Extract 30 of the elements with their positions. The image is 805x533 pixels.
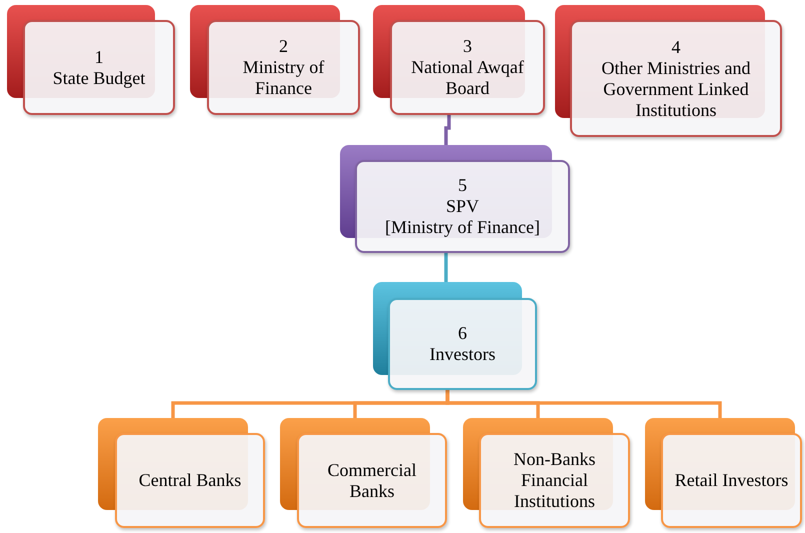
box-label: Retail Investors — [674, 470, 788, 491]
connector-line — [444, 115, 451, 145]
stacked-box — [190, 5, 360, 115]
box-number: 4 — [672, 36, 680, 58]
box-number: 2 — [279, 36, 288, 57]
stacked-box — [280, 418, 447, 528]
box-label: Investors — [430, 344, 496, 365]
box-label: National Awqaf Board — [410, 57, 525, 99]
box-label: State Budget — [52, 68, 146, 88]
stacked-box — [98, 418, 265, 528]
stacked-box — [373, 5, 545, 115]
box-number: 5 — [458, 175, 467, 196]
box-number: 3 — [463, 36, 472, 57]
box-label: Central Banks — [138, 470, 242, 491]
box-label: [Ministry of Finance] — [385, 217, 540, 238]
box-label: Commercial Banks — [326, 460, 418, 502]
stacked-box — [7, 5, 175, 115]
box-label: SPV — [446, 196, 480, 217]
box-number: 6 — [458, 323, 467, 344]
box-number: 1 — [94, 46, 104, 68]
stacked-box — [340, 145, 570, 253]
box-label: Other Ministries and Government Linked Institutions — [600, 58, 752, 120]
stacked-box — [373, 282, 537, 390]
stacked-box — [463, 418, 630, 528]
box-label: Non-Banks Financial Institutions — [512, 449, 596, 512]
stacked-box — [555, 5, 782, 137]
connector-line — [446, 390, 722, 418]
stacked-box — [645, 418, 802, 528]
connector-line — [444, 253, 448, 282]
box-label: Ministry of Finance — [242, 57, 326, 99]
